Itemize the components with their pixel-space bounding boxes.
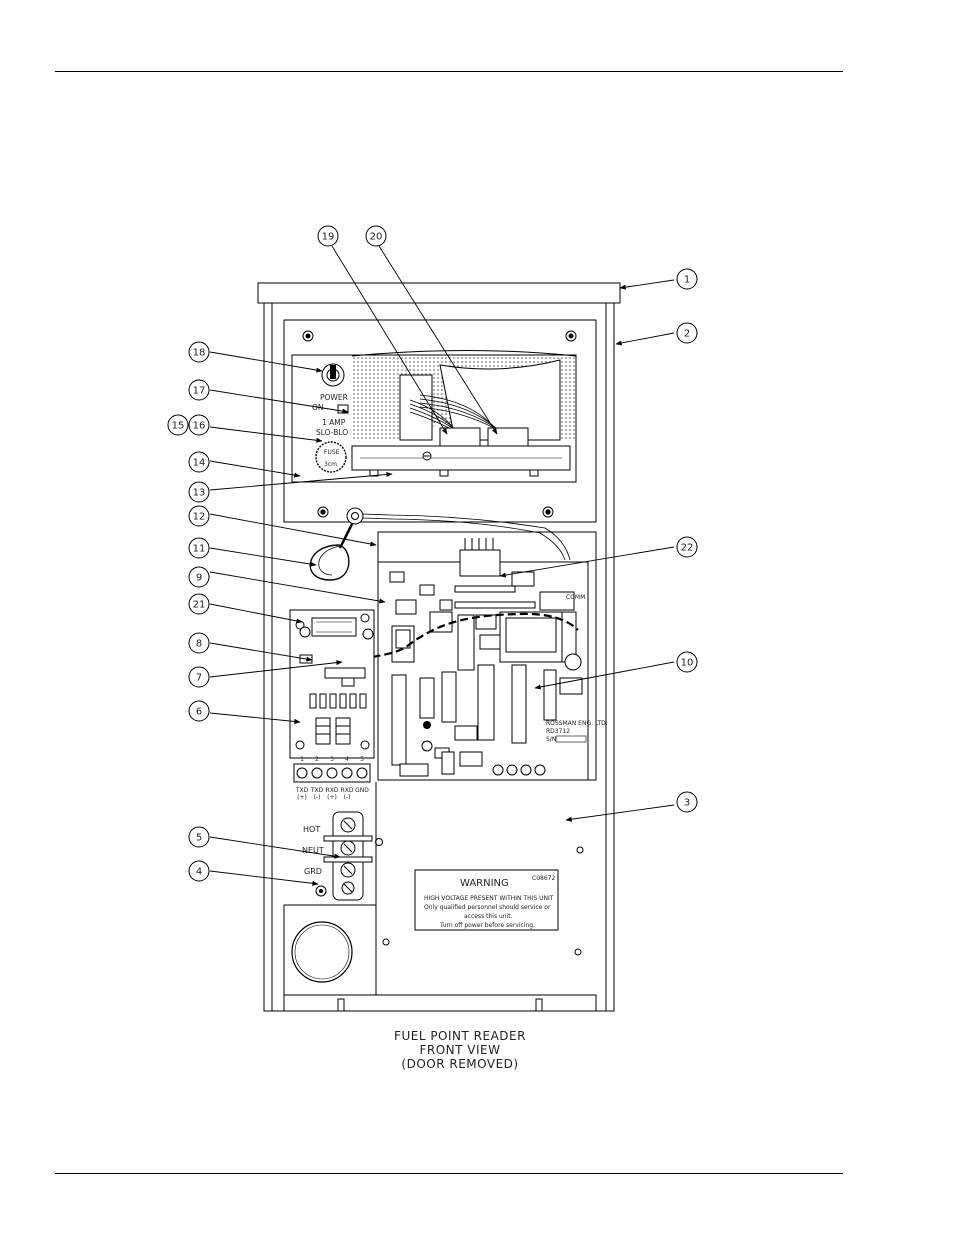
- callout-number: 1: [684, 275, 690, 286]
- callout-7: 7: [188, 666, 210, 688]
- ground-stud-wiring: [309, 507, 571, 581]
- warning-code: C08672: [532, 875, 555, 882]
- fuse-holder: FUSE 3cm: [315, 441, 347, 473]
- mounting-screws: [302, 330, 577, 518]
- fuse-top-label: FUSE: [324, 449, 340, 456]
- terminal-labels: TXD(+)TXD(-)RXD(+)RXD(-)GND: [295, 787, 369, 801]
- top-rule: [55, 71, 843, 72]
- callout-number: 16: [193, 421, 206, 432]
- callout-number: 8: [196, 639, 202, 650]
- callout-11: 11: [188, 537, 210, 559]
- terminal-label-top: TXD: [310, 787, 324, 794]
- terminal-label-top: GND: [355, 787, 369, 794]
- terminal-numbers: 1 2 3 4 5: [300, 756, 364, 763]
- callout-15: 15: [167, 414, 189, 436]
- callout-18: 18: [188, 341, 210, 363]
- line-voltage-terminals: HOT NEUT GRD: [302, 811, 383, 901]
- warning-line-2: Only qualified personnel should service …: [424, 904, 551, 911]
- callout-number: 14: [193, 458, 206, 469]
- callout-number: 10: [681, 658, 694, 669]
- callout-number: 17: [193, 386, 206, 397]
- callout-number: 21: [193, 600, 206, 611]
- power-switch: [321, 363, 345, 387]
- callout-14: 14: [188, 451, 210, 473]
- callout-number: 6: [196, 707, 202, 718]
- terminal-label-bottom: (+): [297, 794, 307, 801]
- callout-4: 4: [188, 860, 210, 882]
- callout-16: 16: [188, 414, 210, 436]
- callout-number: 12: [193, 512, 206, 523]
- grd-label: GRD: [304, 867, 322, 876]
- terminal-label-top: RXD: [341, 787, 354, 794]
- part-label: RD3712: [546, 728, 570, 735]
- callout-17: 17: [188, 379, 210, 401]
- terminal-label-bottom: (-): [314, 794, 321, 801]
- warning-line-3: access this unit.: [464, 913, 513, 920]
- maker-label: ROSSMAN ENG. LTD.: [546, 720, 608, 727]
- comm-label: COMM: [566, 594, 585, 601]
- neut-label: NEUT: [302, 846, 324, 855]
- callout-9: 9: [188, 566, 210, 588]
- sn-label: S/N: [546, 736, 556, 743]
- terminal-number: 5: [360, 756, 364, 763]
- rs485-terminal-block: [293, 763, 371, 783]
- callout-number: 19: [322, 232, 335, 243]
- power-supply-section: POWER ON 1 AMP SLO-BLO FUSE 3cm: [291, 350, 577, 483]
- caption-line-2: FRONT VIEW: [419, 1043, 500, 1057]
- bottom-rule: [55, 1173, 843, 1174]
- amp-label: 1 AMP: [322, 418, 346, 427]
- power-label: POWER: [320, 393, 348, 402]
- warning-label: WARNING C08672 HIGH VOLTAGE PRESENT WITH…: [414, 869, 559, 931]
- callout-number: 13: [193, 488, 206, 499]
- callout-number: 18: [193, 348, 206, 359]
- warning-title: WARNING: [460, 878, 509, 889]
- callout-20: 20: [365, 225, 387, 247]
- callout-5: 5: [188, 826, 210, 848]
- leader-lines: [209, 245, 675, 886]
- terminal-number: 3: [330, 756, 334, 763]
- terminal-number: 4: [345, 756, 349, 763]
- hot-label: HOT: [303, 825, 320, 834]
- conduit-knockout: [291, 921, 353, 983]
- main-pcb: COMM ROSSMAN ENG. LTD.: [339, 531, 608, 781]
- fuse-bottom-label: 3cm: [324, 461, 337, 468]
- warning-line-4: Turn off power before servicing.: [439, 922, 535, 929]
- callout-number: 7: [196, 673, 202, 684]
- callout-number: 3: [684, 798, 690, 809]
- callout-2: 2: [676, 322, 698, 344]
- callout-22: 22: [676, 536, 698, 558]
- terminal-label-bottom: (+): [327, 794, 337, 801]
- terminal-label-bottom: (-): [344, 794, 351, 801]
- terminal-label-top: TXD: [295, 787, 309, 794]
- warning-line-1: HIGH VOLTAGE PRESENT WITHIN THIS UNIT: [424, 895, 554, 902]
- callout-13: 13: [188, 481, 210, 503]
- slo-blo-label: SLO-BLO: [316, 428, 348, 437]
- callout-number: 2: [684, 329, 690, 340]
- top-cap: [257, 282, 621, 304]
- callout-10: 10: [676, 651, 698, 673]
- callout-number: 11: [193, 544, 206, 555]
- callout-number: 20: [370, 232, 383, 243]
- callout-6: 6: [188, 700, 210, 722]
- callout-number: 5: [196, 833, 202, 844]
- caption-line-1: FUEL POINT READER: [394, 1029, 526, 1043]
- terminal-label-top: RXD: [326, 787, 339, 794]
- terminal-number: 2: [315, 756, 319, 763]
- caption-line-3: (DOOR REMOVED): [401, 1057, 518, 1071]
- callout-1: 1: [676, 268, 698, 290]
- callout-number: 15: [172, 421, 185, 432]
- callout-number: 9: [196, 573, 202, 584]
- callout-19: 19: [317, 225, 339, 247]
- callout-3: 3: [676, 791, 698, 813]
- callout-number: 22: [681, 543, 694, 554]
- callout-21: 21: [188, 593, 210, 615]
- terminal-number: 1: [300, 756, 304, 763]
- callout-12: 12: [188, 505, 210, 527]
- callout-number: 4: [196, 867, 202, 878]
- callout-8: 8: [188, 632, 210, 654]
